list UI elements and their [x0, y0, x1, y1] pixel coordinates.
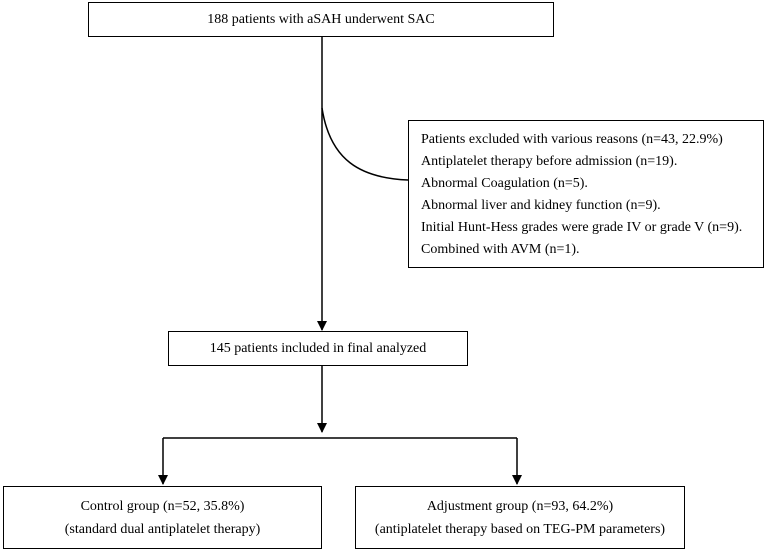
exclusion-header: Patients excluded with various reasons (… [421, 132, 723, 147]
control-group-subtitle: (standard dual antiplatelet therapy) [64, 521, 261, 537]
exclusion-box: Patients excluded with various reasons (… [408, 120, 764, 268]
control-group-title: Control group (n=52, 35.8%) [80, 498, 245, 514]
adjustment-group-box: Adjustment group (n=93, 64.2%) (antiplat… [355, 486, 685, 549]
control-group-box: Control group (n=52, 35.8%) (standard du… [3, 486, 322, 549]
included-cohort-box: 145 patients included in final analyzed [168, 331, 468, 366]
included-cohort-text: 145 patients included in final analyzed [209, 341, 427, 356]
adjustment-group-title: Adjustment group (n=93, 64.2%) [426, 498, 614, 514]
exclusion-reason: Antiplatelet therapy before admission (n… [421, 154, 678, 169]
adjustment-group-subtitle: (antiplatelet therapy based on TEG-PM pa… [374, 521, 666, 537]
exclusion-connector [321, 107, 409, 181]
exclusion-reason: Abnormal liver and kidney function (n=9)… [421, 198, 661, 213]
initial-cohort-text: 188 patients with aSAH underwent SAC [207, 12, 435, 27]
exclusion-reason: Initial Hunt-Hess grades were grade IV o… [421, 220, 743, 235]
initial-cohort-box: 188 patients with aSAH underwent SAC [88, 2, 554, 37]
exclusion-reason: Combined with AVM (n=1). [421, 242, 580, 257]
exclusion-reason: Abnormal Coagulation (n=5). [421, 176, 588, 191]
